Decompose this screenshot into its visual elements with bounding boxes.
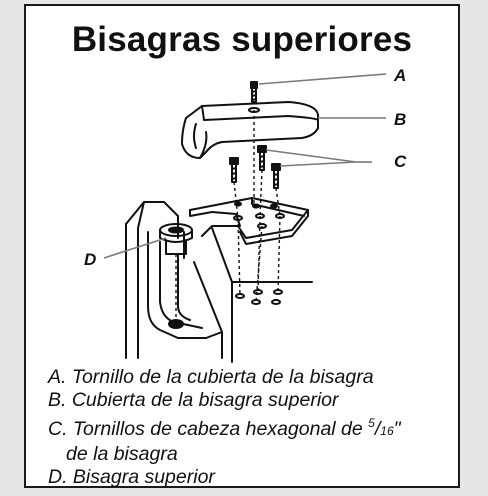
legend-item-d: D. Bisagra superior [48, 466, 215, 488]
callout-b: B [394, 110, 407, 129]
diagram-title: Bisagras superiores [71, 20, 413, 59]
cover-screw-drawing [250, 81, 258, 103]
leader-c2 [279, 161, 357, 167]
leader-c1 [265, 149, 357, 163]
alignment-lines [175, 110, 281, 324]
cabinet-holes-drawing [168, 289, 283, 329]
hex-screws-drawing [229, 145, 281, 189]
parts-legend: A. Tornillo de la cubierta de la bisagra… [48, 366, 458, 489]
legend-item-c: C. Tornillos de cabeza hexagonal de 5/16… [48, 412, 458, 443]
callout-a: A [394, 66, 407, 85]
inch-mark: " [393, 418, 401, 440]
legend-item-c-continued: de la bisagra [66, 443, 178, 465]
instruction-card: Bisagras superiores [24, 4, 460, 488]
cabinet-drawing [125, 201, 313, 363]
hinge-cover-drawing [181, 101, 319, 159]
legend-item-a: A. Tornillo de la cubierta de la bisagra [48, 366, 374, 388]
legend-item-c-text: C. Tornillos de cabeza hexagonal de [48, 418, 369, 440]
fraction-slash: / [374, 418, 381, 440]
callout-d: D [84, 250, 97, 269]
legend-item-b: B. Cubierta de la bisagra superior [48, 389, 339, 411]
fraction-numerator: 5 [368, 416, 375, 430]
fraction: 5/16 [368, 416, 394, 440]
hinge-diagram [103, 73, 387, 363]
top-hinge-drawing [159, 197, 309, 255]
fraction-denominator: 16 [380, 424, 394, 438]
leader-d [103, 237, 167, 259]
leader-a [258, 73, 387, 85]
callout-c: C [394, 152, 407, 171]
